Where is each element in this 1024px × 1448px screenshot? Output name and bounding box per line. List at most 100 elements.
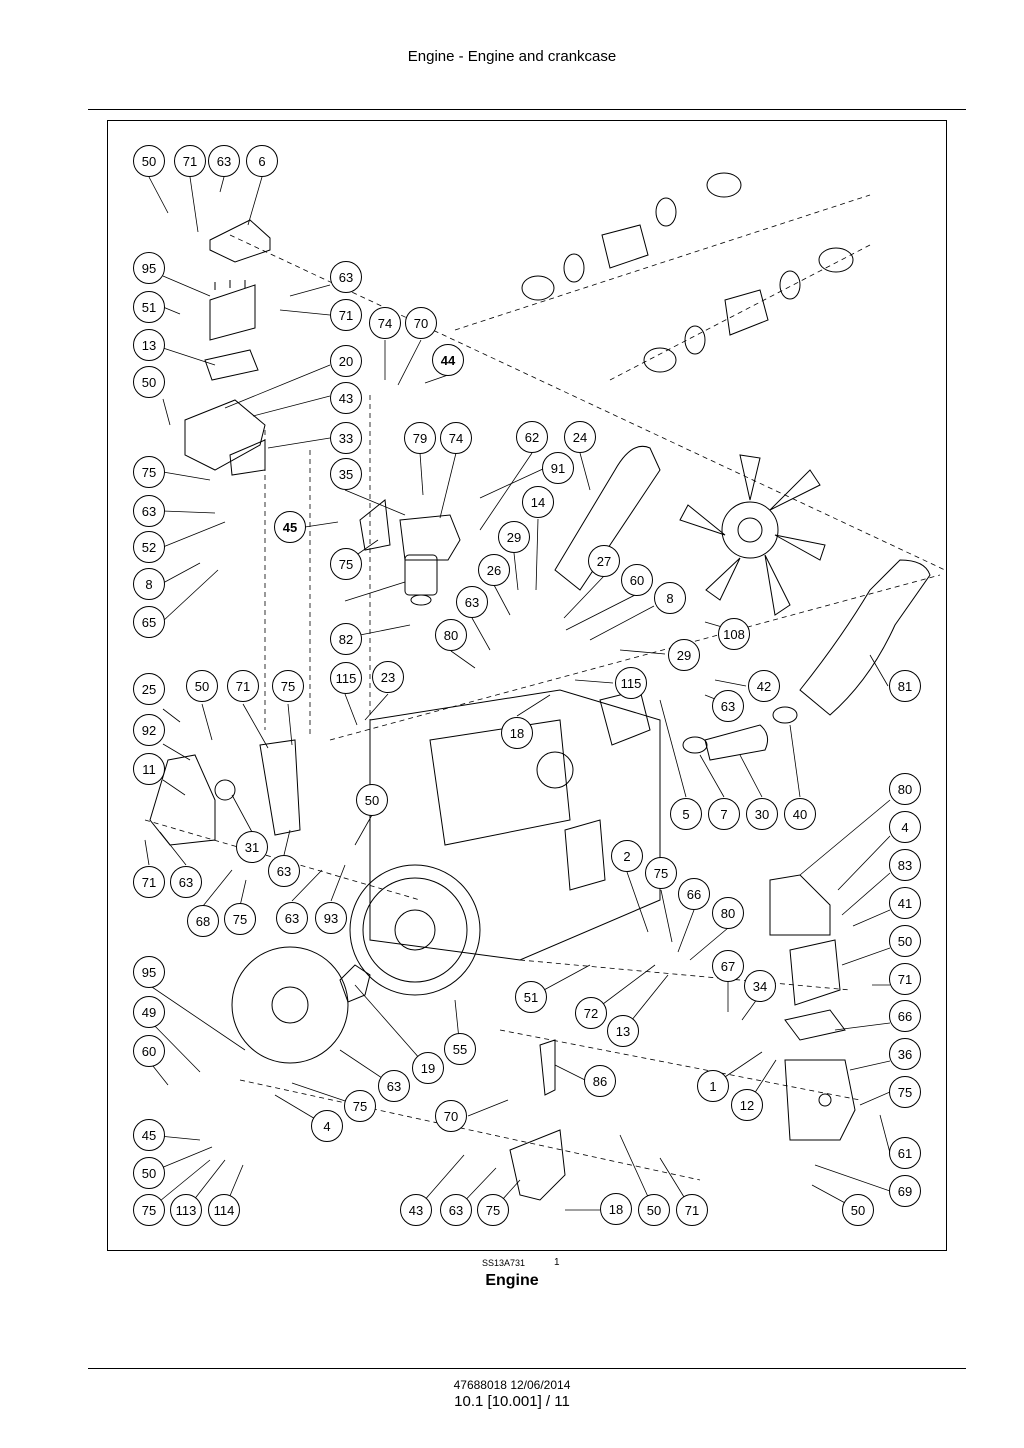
part-callout: 74 (369, 307, 401, 339)
part-callout: 13 (133, 329, 165, 361)
part-callout: 71 (889, 963, 921, 995)
part-callout: 50 (186, 670, 218, 702)
part-callout: 49 (133, 996, 165, 1028)
part-callout: 29 (498, 521, 530, 553)
part-callout: 71 (676, 1194, 708, 1226)
part-callout: 71 (227, 670, 259, 702)
part-callout: 80 (435, 619, 467, 651)
part-callout: 74 (440, 422, 472, 454)
part-callout: 75 (330, 548, 362, 580)
part-callout: 45 (133, 1119, 165, 1151)
part-callout: 35 (330, 458, 362, 490)
part-callout: 63 (170, 866, 202, 898)
figure-id: SS13A731 (482, 1258, 526, 1268)
part-callout: 50 (889, 925, 921, 957)
part-callout: 86 (584, 1065, 616, 1097)
part-callout: 71 (174, 145, 206, 177)
part-callout: 115 (615, 667, 647, 699)
part-callout: 63 (440, 1194, 472, 1226)
part-callout: 8 (133, 568, 165, 600)
part-callout: 63 (268, 855, 300, 887)
part-callout: 71 (133, 866, 165, 898)
part-callout: 70 (435, 1100, 467, 1132)
part-callout: 42 (748, 670, 780, 702)
part-callout: 95 (133, 956, 165, 988)
part-callout: 45 (274, 511, 306, 543)
part-callout: 67 (712, 950, 744, 982)
part-callout: 24 (564, 421, 596, 453)
part-callout: 5 (670, 798, 702, 830)
page-reference: 10.1 [10.001] / 11 (454, 1393, 570, 1410)
part-callout: 2 (611, 840, 643, 872)
part-callout: 75 (645, 857, 677, 889)
part-callout: 63 (456, 586, 488, 618)
part-callout: 66 (678, 878, 710, 910)
document-id: 47688018 12/06/2014 (453, 1378, 571, 1392)
part-callout: 27 (588, 545, 620, 577)
part-callout: 51 (515, 981, 547, 1013)
part-callout: 93 (315, 902, 347, 934)
part-callout: 50 (356, 784, 388, 816)
part-callout: 18 (501, 717, 533, 749)
part-callout: 108 (718, 618, 750, 650)
part-callout: 63 (330, 261, 362, 293)
part-callout: 43 (400, 1194, 432, 1226)
page-title: Engine - Engine and crankcase (407, 48, 617, 65)
part-callout: 44 (432, 344, 464, 376)
part-callout: 60 (133, 1035, 165, 1067)
part-callout: 50 (133, 145, 165, 177)
part-callout: 50 (133, 1157, 165, 1189)
part-callout: 75 (272, 670, 304, 702)
part-callout: 75 (133, 456, 165, 488)
part-callout: 14 (522, 486, 554, 518)
part-callout: 75 (133, 1194, 165, 1226)
part-callout: 75 (889, 1076, 921, 1108)
part-callout: 81 (889, 670, 921, 702)
part-callout: 11 (133, 753, 165, 785)
figure-frame (107, 120, 947, 1251)
part-callout: 92 (133, 714, 165, 746)
part-callout: 29 (668, 639, 700, 671)
part-callout: 34 (744, 970, 776, 1002)
part-callout: 4 (889, 811, 921, 843)
part-callout: 75 (224, 903, 256, 935)
part-callout: 68 (187, 905, 219, 937)
header-rule (88, 109, 966, 110)
part-callout: 43 (330, 382, 362, 414)
part-callout: 19 (412, 1052, 444, 1084)
part-callout: 75 (344, 1090, 376, 1122)
part-callout: 20 (330, 345, 362, 377)
part-callout: 65 (133, 606, 165, 638)
part-callout: 13 (607, 1015, 639, 1047)
part-callout: 18 (600, 1193, 632, 1225)
part-callout: 25 (133, 673, 165, 705)
part-callout: 40 (784, 798, 816, 830)
part-callout: 72 (575, 997, 607, 1029)
figure-number: 1 (554, 1257, 560, 1268)
part-callout: 33 (330, 422, 362, 454)
part-callout: 114 (208, 1194, 240, 1226)
part-callout: 60 (621, 564, 653, 596)
part-callout: 70 (405, 307, 437, 339)
part-callout: 63 (378, 1070, 410, 1102)
part-callout: 50 (638, 1194, 670, 1226)
part-callout: 69 (889, 1175, 921, 1207)
part-callout: 66 (889, 1000, 921, 1032)
part-callout: 55 (444, 1033, 476, 1065)
part-callout: 12 (731, 1089, 763, 1121)
part-callout: 113 (170, 1194, 202, 1226)
part-callout: 63 (133, 495, 165, 527)
part-callout: 31 (236, 831, 268, 863)
part-callout: 95 (133, 252, 165, 284)
part-callout: 50 (842, 1194, 874, 1226)
part-callout: 75 (477, 1194, 509, 1226)
part-callout: 4 (311, 1110, 343, 1142)
part-callout: 91 (542, 452, 574, 484)
part-callout: 8 (654, 582, 686, 614)
part-callout: 115 (330, 662, 362, 694)
part-callout: 6 (246, 145, 278, 177)
figure-caption: Engine (485, 1272, 539, 1289)
part-callout: 52 (133, 531, 165, 563)
part-callout: 50 (133, 366, 165, 398)
part-callout: 26 (478, 554, 510, 586)
